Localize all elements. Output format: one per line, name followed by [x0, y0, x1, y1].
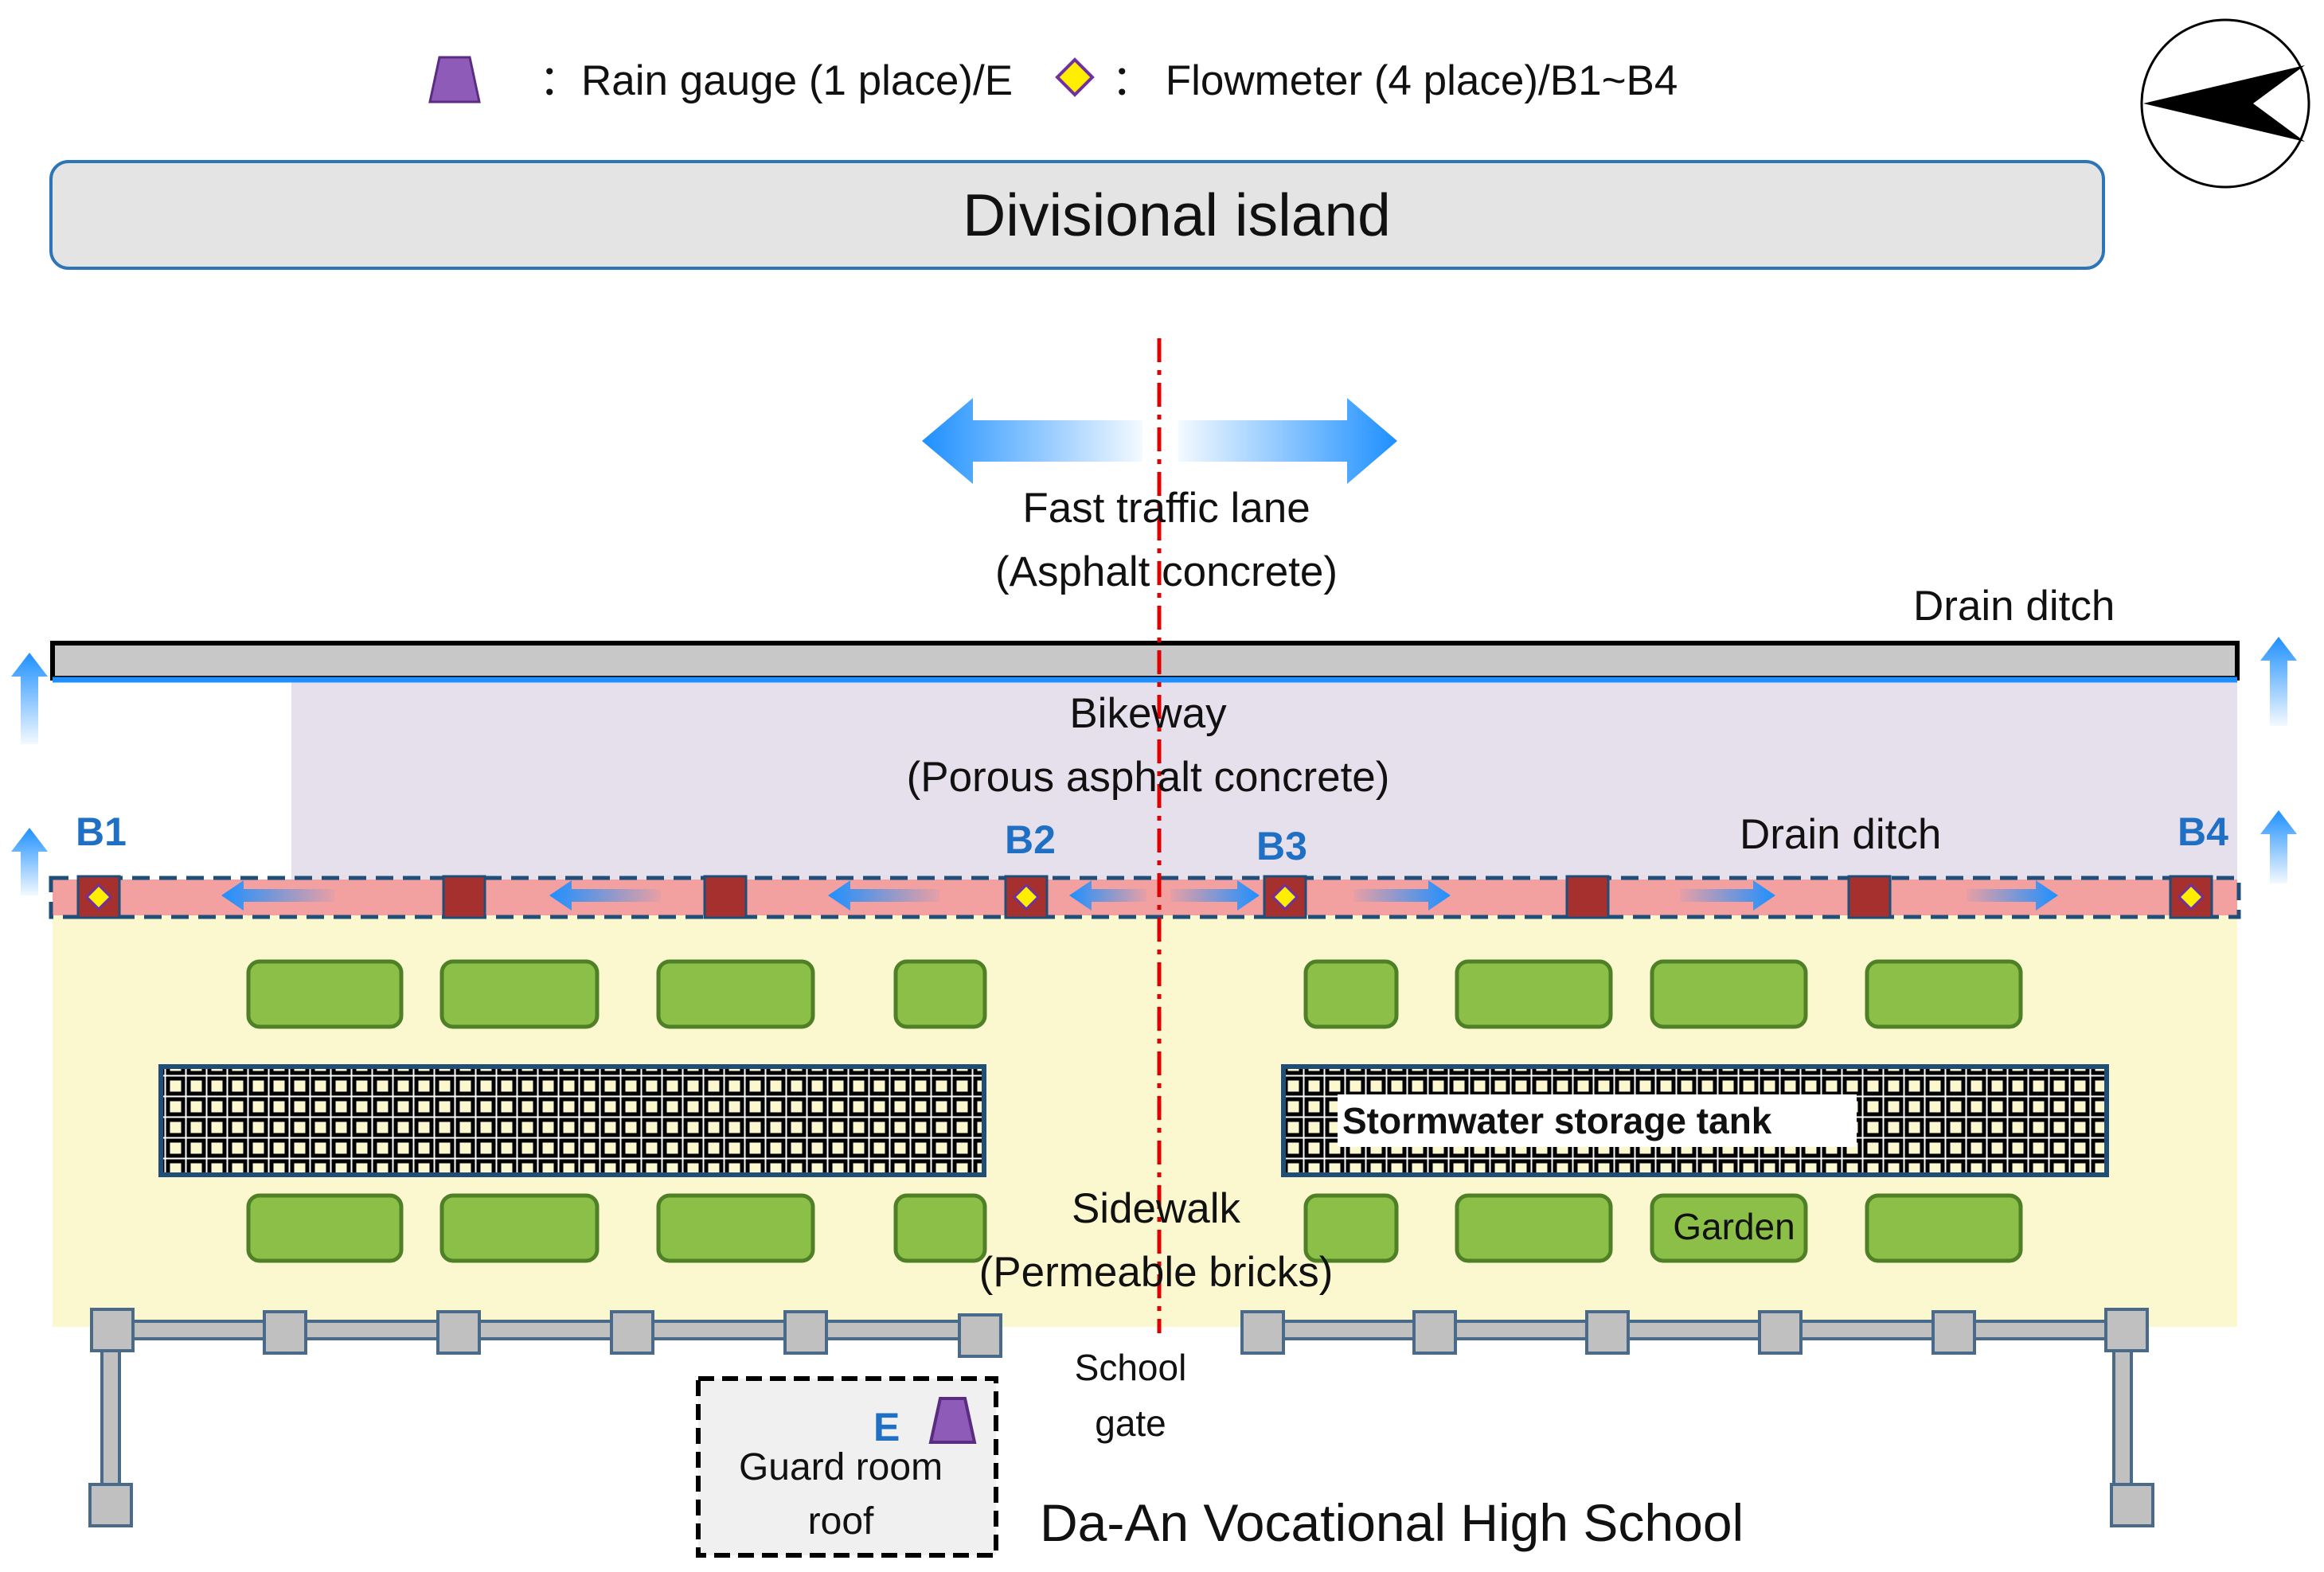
drain-ditch-top-label: Drain ditch — [1913, 583, 2115, 630]
garden-bed — [893, 1193, 987, 1263]
bikeway-area — [291, 678, 2237, 881]
guard-room-label: Guard room — [738, 1446, 943, 1488]
garden-bed — [246, 959, 404, 1029]
outflow-arrows — [11, 637, 2297, 895]
traffic-arrows — [922, 398, 1397, 484]
rain-gauge-icon — [928, 1397, 977, 1444]
fence-post — [2104, 1308, 2149, 1352]
storage-tank-label: Stormwater storage tank — [1342, 1100, 1772, 1141]
fence-post — [1585, 1310, 1630, 1355]
bikeway-label: Bikeway — [1069, 690, 1227, 737]
fence-post — [2110, 1483, 2154, 1527]
legend-rain-gauge-label: ：Rain gauge (1 place)/E — [539, 57, 1014, 104]
garden-bed — [1650, 1193, 1808, 1263]
outflow-arrow-up-icon — [2260, 637, 2297, 726]
garden-bed — [656, 1193, 815, 1263]
sidewalk-label: Sidewalk — [1071, 1185, 1241, 1232]
flowmeter-b1-label: B1 — [76, 809, 127, 854]
outflow-arrow-up-icon — [2260, 810, 2297, 884]
fast-lane-material: (Asphalt concrete) — [994, 548, 1338, 595]
fence-post — [1758, 1310, 1803, 1355]
garden-bed — [1455, 959, 1613, 1029]
flow-arrow-left-icon — [1069, 880, 1146, 911]
flowmeter-b2-label: B2 — [1005, 817, 1056, 862]
inlet — [442, 875, 486, 919]
storage-tank-left — [158, 1064, 986, 1177]
flowmeter-b4-label: B4 — [2178, 809, 2228, 854]
legend-flowmeter-label: ： Flowmeter (4 place)/B1~B4 — [1111, 57, 1678, 104]
flowmeter-b3-label: B3 — [1256, 824, 1307, 868]
flow-arrow-right-icon — [1680, 880, 1775, 911]
bikeway-material: (Porous asphalt concrete) — [906, 754, 1390, 801]
flow-arrow-left-icon — [828, 880, 939, 911]
fence-post — [1412, 1310, 1457, 1355]
fence-post — [783, 1310, 828, 1355]
garden-bed — [1455, 1193, 1613, 1263]
gardens — [246, 959, 2023, 1263]
school-gate-label-2: gate — [1095, 1402, 1166, 1444]
drain-ditch-outline — [49, 876, 2241, 919]
flow-arrow-left-icon — [549, 880, 661, 911]
traffic-arrow-left-icon — [922, 398, 1142, 484]
legend — [428, 56, 1095, 103]
fence-post — [1931, 1310, 1976, 1355]
inlet — [703, 875, 748, 919]
garden-bed — [893, 959, 987, 1029]
sidewalk-material: (Permeable bricks) — [978, 1249, 1334, 1296]
garden-bed — [1865, 1193, 2023, 1263]
fence-post — [263, 1310, 307, 1355]
inlet — [1847, 875, 1892, 919]
garden-bed — [1303, 1193, 1399, 1263]
garden-bed — [1650, 959, 1808, 1029]
flow-arrow-right-icon — [1170, 880, 1260, 911]
garden-bed — [1303, 959, 1399, 1029]
guard-room-label-2: roof — [807, 1500, 874, 1543]
school-fence — [88, 1308, 2154, 1527]
fence-post — [88, 1483, 133, 1527]
storage-tanks — [158, 1064, 2109, 1177]
garden-bed — [439, 959, 600, 1029]
school-gate-label: School — [1074, 1347, 1187, 1388]
flowmeter-legend-icon — [1055, 57, 1095, 97]
fast-lane-label: Fast traffic lane — [1022, 485, 1310, 532]
drain-ditch-bottom-label: Drain ditch — [1740, 811, 1942, 858]
flow-arrow-right-icon — [1967, 880, 2058, 911]
ditch-flow-arrows — [221, 880, 2058, 911]
storage-tank-label-bg — [1338, 1094, 1857, 1147]
fence-post — [436, 1310, 481, 1355]
garden-bed — [439, 1193, 600, 1263]
rain-gauge-label: E — [873, 1405, 900, 1449]
fence-post — [1240, 1310, 1285, 1355]
garden-label: Garden — [1673, 1206, 1795, 1247]
outflow-arrow-up-icon — [11, 828, 48, 895]
fence-post — [90, 1308, 135, 1352]
fence-post — [610, 1310, 654, 1355]
divisional-island-label: Divisional island — [963, 181, 1391, 248]
outflow-arrow-up-icon — [11, 653, 48, 744]
north-arrow-icon — [2140, 18, 2310, 189]
school-name: Da-An Vocational High School — [1040, 1493, 1744, 1552]
garden-bed — [1865, 959, 2023, 1029]
flow-arrow-right-icon — [1353, 880, 1451, 911]
inlet — [1004, 875, 1049, 919]
traffic-arrow-right-icon — [1178, 398, 1397, 484]
garden-bed — [246, 1193, 404, 1263]
flow-arrow-left-icon — [221, 880, 334, 911]
garden-bed — [656, 959, 815, 1029]
inlet — [1565, 875, 1610, 919]
rain-gauge-legend-icon — [428, 56, 481, 103]
drain-ditch-top — [50, 641, 2240, 681]
divisional-island — [49, 160, 2105, 270]
fence-post — [958, 1313, 1002, 1358]
